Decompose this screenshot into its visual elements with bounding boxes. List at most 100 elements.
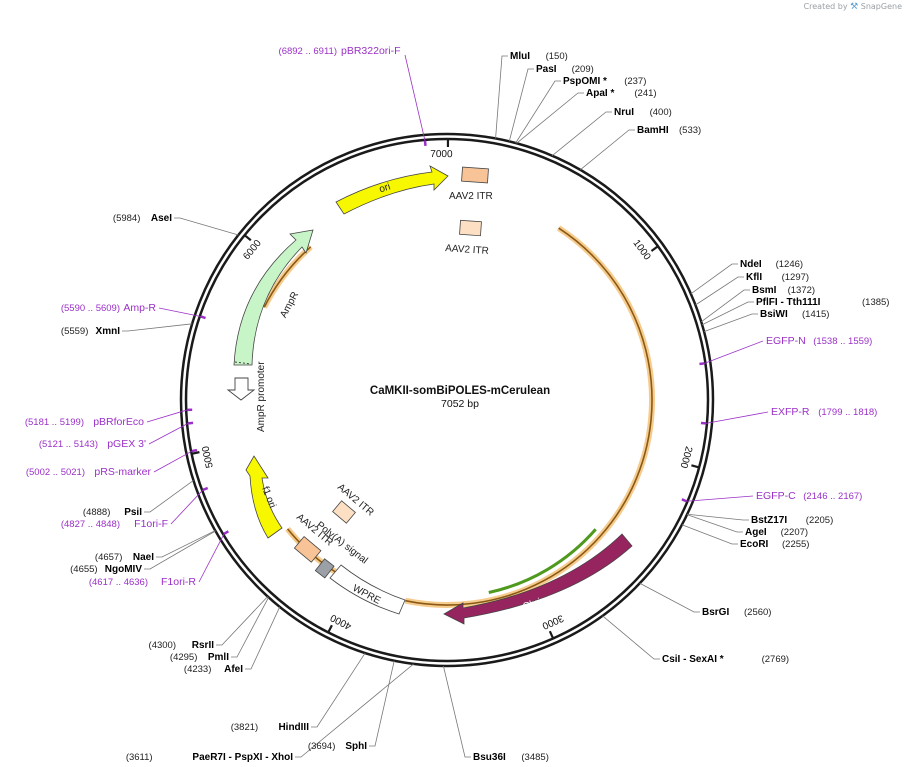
- f1-ori-arrow: [245, 455, 283, 539]
- snapgene-logo-icon: ⚒: [850, 2, 859, 12]
- ori-feature[interactable]: ori: [335, 165, 449, 215]
- site-leader-line: [686, 514, 743, 533]
- restriction-site[interactable]: SphI(3694): [308, 741, 367, 752]
- restriction-site[interactable]: PaeR7I - PspXI - XhoI(3611): [126, 752, 293, 763]
- site-leader-line: [703, 313, 758, 332]
- itr-bottom-1-box: [332, 500, 356, 524]
- tick-label: 6000: [241, 238, 264, 263]
- restriction-site[interactable]: BsmI(1372): [752, 285, 815, 296]
- itr-top-1-label: AAV2 ITR: [449, 191, 493, 202]
- restriction-site[interactable]: MluI(150): [510, 51, 568, 62]
- site-leader-line: [602, 615, 660, 660]
- primer-name: F1ori-R: [161, 576, 196, 588]
- site-position: (1385): [862, 297, 889, 308]
- tick-mark: [243, 234, 252, 242]
- f1-ori-feature[interactable]: f1 ori: [245, 455, 283, 539]
- tick-mark: [191, 451, 200, 455]
- itr-top-2-feature[interactable]: AAV2 ITR: [445, 219, 489, 257]
- primer-site[interactable]: F1ori-R(4617 .. 4636): [89, 576, 197, 588]
- site-name: CsiI - SexAI *: [662, 654, 724, 665]
- site-name: SphI: [345, 741, 367, 752]
- primer-name: EGFP-C: [756, 490, 796, 502]
- brand-product: SnapGene: [860, 2, 902, 11]
- itr-bottom-1-feature[interactable]: AAV2 ITR: [332, 482, 376, 524]
- chrimson-feature[interactable]: Chrimson: [443, 533, 633, 625]
- site-leader-line: [639, 582, 700, 613]
- wpre-feature[interactable]: WPRE: [329, 564, 406, 615]
- site-leader-line: [516, 92, 584, 144]
- restriction-site[interactable]: AfeI(4233): [184, 664, 243, 675]
- restriction-site[interactable]: AgeI(2207): [745, 527, 808, 538]
- site-position: (2205): [806, 515, 833, 526]
- restriction-site[interactable]: AseI(5984): [113, 213, 172, 224]
- primer-site[interactable]: pGEX 3'(5121 .. 5143): [39, 438, 146, 450]
- restriction-site[interactable]: XmnI(5559): [61, 326, 120, 337]
- site-name: AfeI: [224, 664, 243, 675]
- restriction-site[interactable]: BsrGI(2560): [702, 607, 771, 618]
- site-name: KflI: [746, 272, 762, 283]
- restriction-site[interactable]: NdeI(1246): [740, 259, 803, 270]
- site-leader-line: [122, 323, 193, 332]
- restriction-site[interactable]: ApaI *(241): [586, 88, 657, 99]
- itr-top-1-box: [461, 166, 489, 184]
- restriction-site[interactable]: NaeI (4657): [95, 552, 154, 563]
- site-leader-line: [156, 530, 216, 558]
- restriction-site[interactable]: PsiI(4888): [83, 507, 142, 518]
- site-name: XmnI: [96, 326, 121, 337]
- site-position: (4657): [95, 552, 122, 563]
- primer-leader-line: [705, 411, 769, 424]
- site-position: (5984): [113, 213, 140, 224]
- restriction-site[interactable]: PmlI(4295): [170, 652, 229, 663]
- ampr-promoter-feature[interactable]: AmpR promoter: [226, 361, 267, 432]
- restriction-site[interactable]: BsiWI(1415): [760, 309, 829, 320]
- restriction-site[interactable]: RsrII(4300): [149, 640, 215, 651]
- itr-top-1-feature[interactable]: AAV2 ITR: [449, 166, 493, 202]
- primer-name: pGEX 3': [107, 438, 146, 450]
- primer-mark: [223, 530, 230, 535]
- primer-site[interactable]: pBRforEco(5181 .. 5199): [25, 416, 144, 428]
- tick-label: 3000: [540, 612, 565, 631]
- restriction-site[interactable]: BamHI(533): [637, 125, 701, 136]
- site-position: (4888): [83, 507, 110, 518]
- primer-range: (1538 .. 1559): [813, 336, 872, 347]
- site-leader-line: [495, 55, 508, 139]
- primer-site[interactable]: EXFP-R(1799 .. 1818): [771, 406, 877, 418]
- restriction-site[interactable]: Bsu36I(3485): [473, 752, 549, 763]
- primer-leader-line: [198, 533, 225, 583]
- primer-site[interactable]: Amp-R(5590 .. 5609): [61, 302, 157, 314]
- site-position: (3611): [126, 752, 153, 763]
- primer-leader-line: [686, 495, 754, 502]
- primer-site[interactable]: EGFP-C(2146 .. 2167): [756, 490, 862, 502]
- restriction-site[interactable]: NgoMIV(4655): [70, 564, 142, 575]
- primer-site[interactable]: pRS-marker(5002 .. 5021): [26, 466, 152, 478]
- restriction-site[interactable]: PspOMI *(237): [563, 76, 646, 87]
- site-leader-line: [515, 80, 561, 144]
- site-position: (1246): [776, 259, 803, 270]
- primer-site[interactable]: (6892 .. 6911)pBR322ori-F: [279, 45, 401, 57]
- site-name: HindIII: [278, 722, 309, 733]
- restriction-site[interactable]: BstZ17I(2205): [751, 515, 833, 526]
- primer-range: (5181 .. 5199): [25, 417, 84, 428]
- plasmid-length: 7052 bp: [441, 398, 479, 410]
- restriction-site[interactable]: HindIII(3821): [231, 722, 309, 733]
- primer-mark: [191, 448, 198, 453]
- site-name: NaeI: [133, 552, 154, 563]
- site-leader-line: [701, 289, 750, 323]
- site-position: (2769): [762, 654, 789, 665]
- restriction-site[interactable]: CsiI - SexAI * (2769): [662, 654, 789, 665]
- site-position: (2207): [781, 527, 808, 538]
- restriction-site[interactable]: PasI(209): [536, 64, 594, 75]
- primer-leader-line: [158, 307, 201, 317]
- restriction-site[interactable]: EcoRI(2255): [740, 539, 809, 550]
- primer-site[interactable]: F1ori-F(4827 .. 4848): [61, 518, 168, 530]
- restriction-site[interactable]: KflI(1297): [746, 272, 809, 283]
- ampr-boundary: [234, 361, 252, 365]
- restriction-site[interactable]: NruI(400): [614, 107, 672, 118]
- site-position: (237): [624, 76, 646, 87]
- tick-label: 4000: [328, 611, 353, 631]
- tick-mark: [650, 245, 659, 252]
- site-name: PmlI: [208, 652, 229, 663]
- primer-site[interactable]: EGFP-N(1538 .. 1559): [766, 335, 872, 347]
- restriction-site[interactable]: PflFI - Tth111I(1385): [756, 297, 889, 308]
